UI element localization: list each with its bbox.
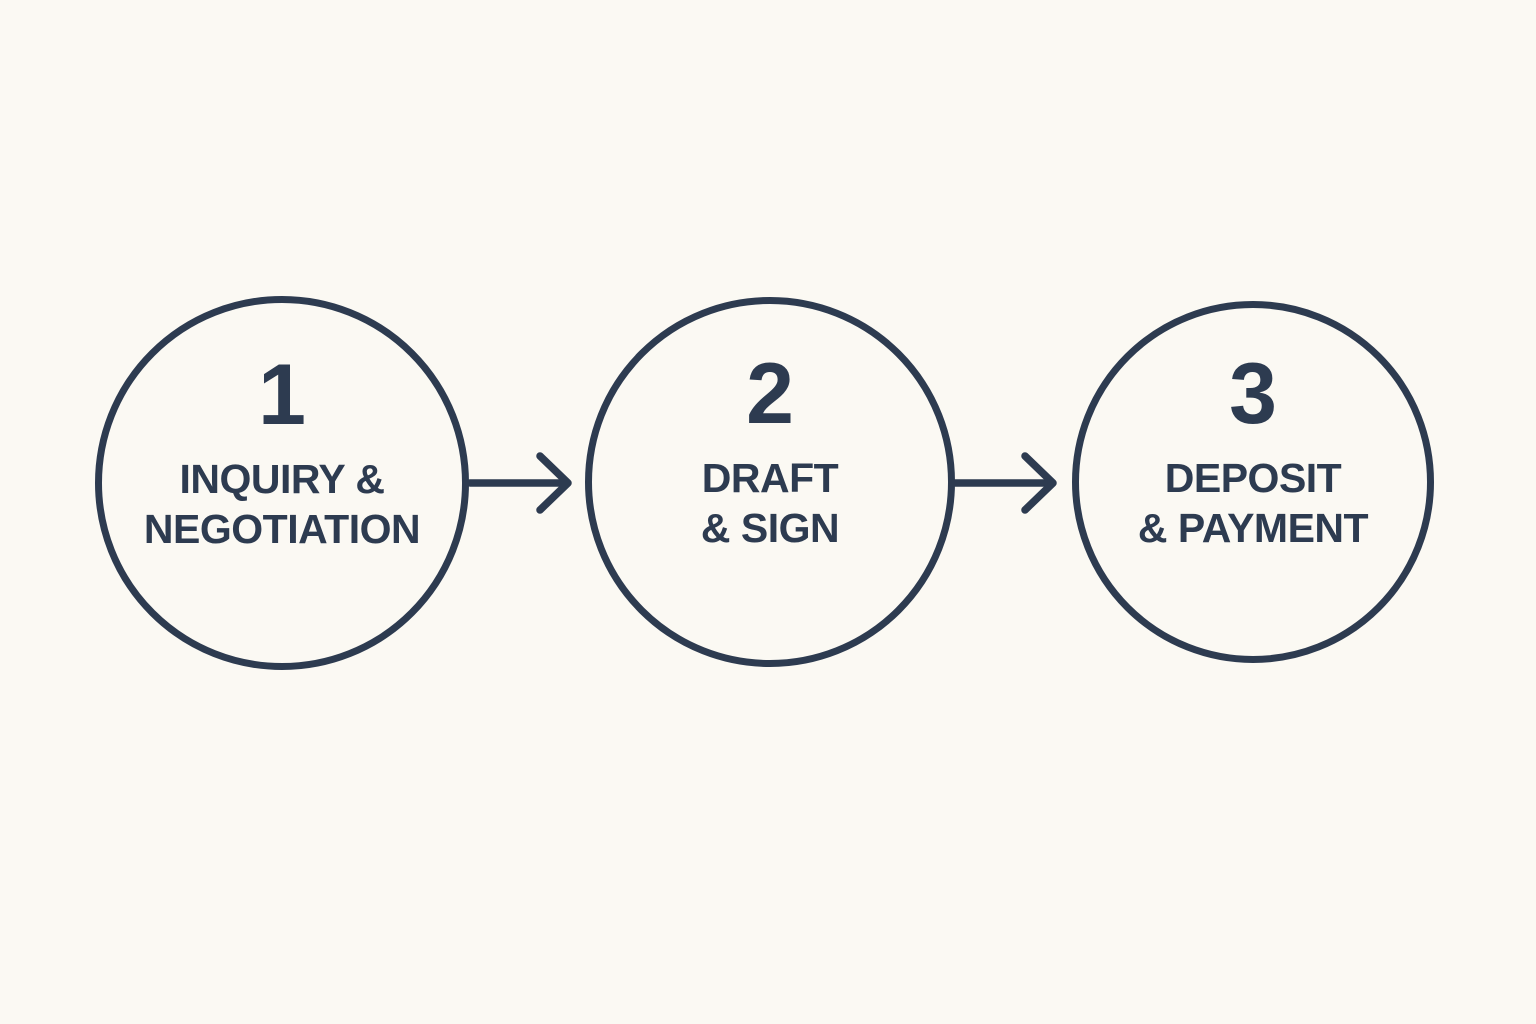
step-label-line2: & PAYMENT (1137, 505, 1369, 551)
arrow-right-icon (953, 443, 1057, 523)
step-label: DRAFT & SIGN (700, 453, 840, 553)
step-label-line2: NEGOTIATION (143, 506, 421, 552)
step-number: 3 (1229, 346, 1277, 442)
step-label-line1: DRAFT (701, 455, 839, 501)
step-circle-1: 1 INQUIRY & NEGOTIATION (95, 296, 469, 670)
step-circle-3: 3 DEPOSIT & PAYMENT (1072, 301, 1434, 663)
step-label-line1: INQUIRY & (179, 456, 385, 502)
step-label: DEPOSIT & PAYMENT (1137, 453, 1369, 553)
step-circle-2: 2 DRAFT & SIGN (585, 297, 955, 667)
step-1-content: 1 INQUIRY & NEGOTIATION (143, 347, 421, 554)
step-2-content: 2 DRAFT & SIGN (700, 346, 840, 553)
step-label-line2: & SIGN (700, 505, 840, 551)
step-label: INQUIRY & NEGOTIATION (143, 454, 421, 554)
step-number: 2 (746, 346, 794, 442)
step-3-content: 3 DEPOSIT & PAYMENT (1137, 346, 1369, 553)
step-label-line1: DEPOSIT (1164, 455, 1342, 501)
arrow-right-icon (468, 443, 572, 523)
step-number: 1 (258, 347, 306, 443)
